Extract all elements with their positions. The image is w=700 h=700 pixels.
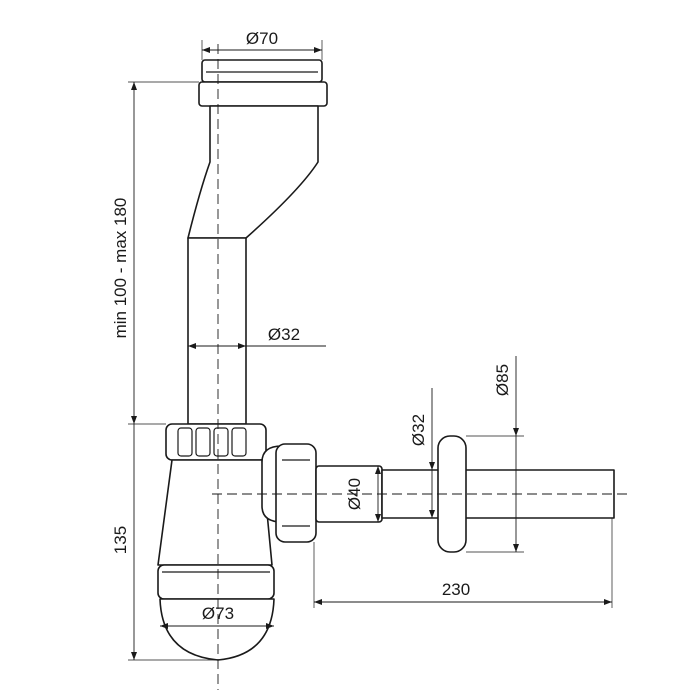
label-top-diameter: Ø70 [246,29,278,48]
dim-outlet-length: 230 [313,518,613,608]
dim-outlet-pipe-diameter: Ø32 [409,388,435,518]
vertical-pipe [187,237,247,425]
label-pipe-diameter: Ø32 [268,325,300,344]
union-nut [165,423,267,461]
offset-elbow [187,105,319,239]
side-outlet [261,443,383,543]
trap-body [157,459,273,566]
dim-top-diameter: Ø70 [201,29,323,60]
body-nut [165,423,267,461]
label-bottle-diameter: Ø73 [202,604,234,623]
dim-bottle-diameter: Ø73 [160,604,274,629]
drain-head [187,59,328,239]
dim-pipe-diameter: Ø32 [188,325,326,349]
top-flange [201,59,323,83]
dim-outlet-nut-diameter: Ø40 [345,466,381,522]
label-outlet-length: 230 [442,580,470,599]
outlet-nut [275,443,317,543]
label-outlet-nut-diameter: Ø40 [345,478,364,510]
dim-body-height: 135 [111,424,218,661]
label-height-range: min 100 - max 180 [111,198,130,339]
label-outlet-pipe-diameter: Ø32 [409,414,428,446]
bottle-cap-ring [157,564,275,600]
label-rosette-diameter: Ø85 [493,364,512,396]
dim-rosette-diameter: Ø85 [466,356,524,553]
dim-height-range: min 100 - max 180 [111,81,199,425]
label-body-height: 135 [111,526,130,554]
